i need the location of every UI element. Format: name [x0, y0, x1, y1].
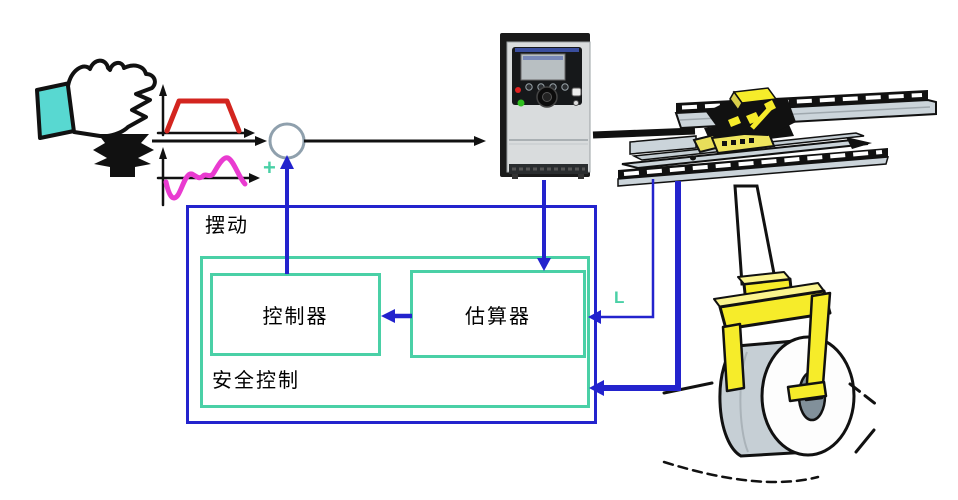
safety-control-box: [200, 256, 590, 408]
summing-junction: [268, 122, 306, 160]
inverter-display: [520, 53, 566, 81]
load-position-feedback-line: [589, 181, 681, 396]
crane-trolley-icon: [692, 87, 796, 155]
hand-shape: [66, 58, 157, 139]
swing-motion-dashes: [662, 381, 879, 484]
hoist-bar: [733, 184, 778, 286]
reference-signal-plot: [156, 84, 255, 138]
oscillation-curve: [163, 155, 248, 201]
joystick-hand-icon: [35, 58, 157, 177]
estimator-block: 估算器: [410, 270, 586, 358]
steel-coil-icon: [718, 335, 856, 458]
frequency-inverter-icon: [500, 33, 591, 179]
coil-bore: [797, 370, 827, 422]
safety-control-label: 安全控制: [212, 370, 300, 392]
coil-body: [718, 338, 812, 458]
coil-face: [760, 335, 856, 457]
sleeve-cuff: [35, 81, 76, 140]
command-signal-line: [152, 136, 267, 146]
setpoint-to-inverter-line: [304, 136, 486, 146]
plus-sign-label: +: [263, 155, 276, 180]
estimator-label: 估算器: [465, 305, 531, 328]
coil-lifter-hook-icon: [713, 271, 832, 403]
controller-label: 控制器: [262, 306, 329, 328]
inverter-keypad: [512, 47, 582, 105]
joystick-knob: [107, 65, 135, 89]
trapezoid-reference-curve: [164, 98, 242, 134]
cable-length-label: L: [614, 288, 625, 307]
swing-label: 摆动: [205, 215, 249, 237]
joystick-bellows: [93, 134, 154, 177]
motor-feed-line: [592, 127, 697, 155]
swing-signal-plot: [156, 147, 260, 207]
green-led: [517, 99, 525, 107]
inverter-dial: [536, 86, 558, 108]
crane-bridge-rails: [617, 90, 937, 187]
red-led: [515, 87, 521, 93]
controller-block: 控制器: [210, 273, 381, 356]
